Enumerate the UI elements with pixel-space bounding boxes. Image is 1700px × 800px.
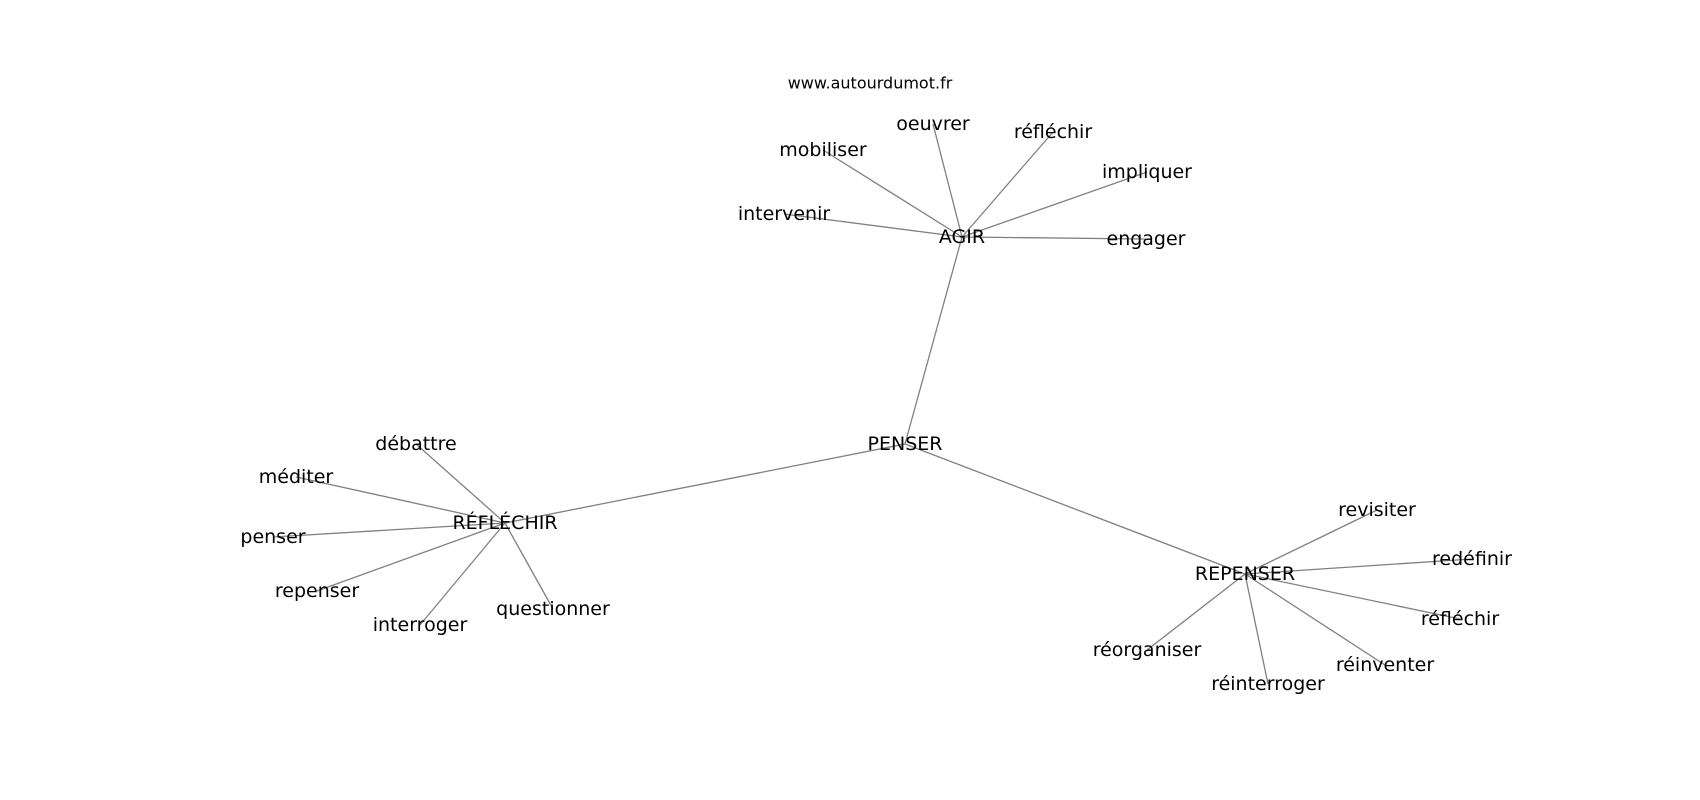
node-reflechir-repenser[interactable]: réfléchir xyxy=(1421,608,1500,630)
edge-h1-l2 xyxy=(272,522,506,538)
edge-h0-l3 xyxy=(961,171,1148,238)
node-reflechir[interactable]: RÉFLÉCHIR xyxy=(452,511,557,534)
edge-h0-l2 xyxy=(961,131,1054,238)
graph-edges xyxy=(272,123,1473,685)
node-repenser[interactable]: REPENSER xyxy=(1195,563,1295,585)
node-intervenir[interactable]: intervenir xyxy=(738,203,831,225)
edge-h1-l4 xyxy=(419,522,506,626)
edge-center-h1 xyxy=(504,443,906,524)
node-interroger[interactable]: interroger xyxy=(373,614,468,636)
edge-h0-l5 xyxy=(961,236,1147,240)
node-reorganiser[interactable]: réorganiser xyxy=(1093,639,1202,661)
node-questionner[interactable]: questionner xyxy=(496,598,610,620)
edge-h2-l2 xyxy=(1244,573,1461,620)
edge-h1-l5 xyxy=(504,522,554,610)
edge-h2-l0 xyxy=(1244,509,1378,575)
node-reflechir-agir[interactable]: réfléchir xyxy=(1014,121,1093,143)
edge-h0-l4 xyxy=(783,213,963,238)
node-repenser-leaf[interactable]: repenser xyxy=(275,580,359,602)
node-penser-leaf[interactable]: penser xyxy=(240,526,305,548)
watermark-text[interactable]: www.autourdumot.fr xyxy=(788,74,953,93)
edge-center-h2 xyxy=(904,443,1246,575)
node-revisiter[interactable]: revisiter xyxy=(1338,499,1416,521)
edge-h2-l3 xyxy=(1244,573,1386,666)
node-oeuvrer[interactable]: oeuvrer xyxy=(896,113,970,135)
node-reinterroger[interactable]: réinterroger xyxy=(1211,673,1325,695)
node-reinventer[interactable]: réinventer xyxy=(1336,654,1435,676)
edge-h0-l0 xyxy=(822,149,963,238)
edge-h2-l5 xyxy=(1146,573,1246,651)
node-engager[interactable]: engager xyxy=(1107,228,1186,250)
node-debattre[interactable]: débattre xyxy=(375,433,456,455)
node-penser[interactable]: PENSER xyxy=(868,433,943,455)
edge-h1-l0 xyxy=(415,443,506,524)
graph-labels: PENSER AGIR mobiliser oeuvrer réfléchir … xyxy=(240,113,1512,695)
edge-h2-l4 xyxy=(1244,573,1269,685)
node-mediter[interactable]: méditer xyxy=(259,466,334,488)
edge-center-h0 xyxy=(904,236,963,445)
edge-h0-l1 xyxy=(932,123,963,238)
node-impliquer[interactable]: impliquer xyxy=(1102,161,1192,183)
node-mobiliser[interactable]: mobiliser xyxy=(779,139,867,161)
edge-h1-l1 xyxy=(295,476,506,524)
node-redefinir[interactable]: redéfinir xyxy=(1432,548,1512,570)
edge-h1-l3 xyxy=(316,522,506,592)
edge-h2-l1 xyxy=(1244,558,1473,575)
node-agir[interactable]: AGIR xyxy=(939,226,985,248)
